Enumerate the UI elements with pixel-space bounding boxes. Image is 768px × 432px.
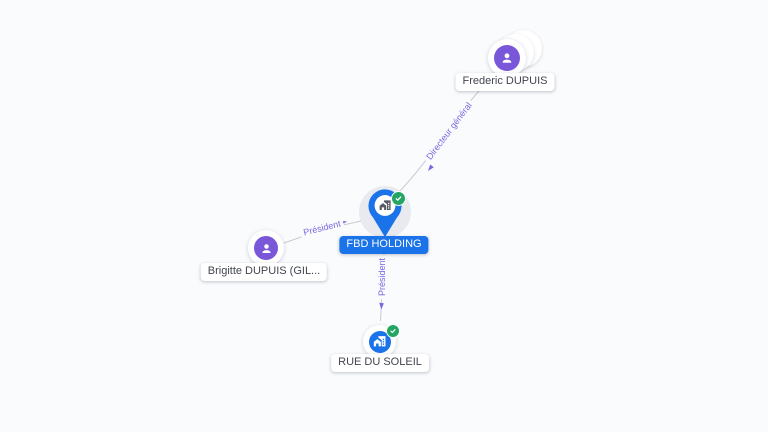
rue-du-soleil-circle (363, 325, 396, 358)
node-label-frederic-dupuis[interactable]: Frederic DUPUIS (455, 73, 555, 91)
edge-arrow-directeur-general (428, 164, 434, 171)
person-icon (502, 53, 512, 63)
node-label-fbd-holding[interactable]: FBD HOLDING (339, 236, 429, 254)
node-frederic-dupuis[interactable] (488, 30, 544, 78)
frederic-avatar-circle (488, 39, 526, 77)
node-rue-du-soleil[interactable] (363, 324, 403, 358)
node-label-rue-du-soleil[interactable]: RUE DU SOLEIL (331, 354, 429, 372)
verified-badge-icon (386, 324, 400, 338)
person-icon (262, 243, 270, 253)
edge-label-president-down: Président (376, 254, 388, 300)
company-building-icon (373, 336, 386, 347)
node-brigitte-dupuis[interactable] (248, 230, 284, 266)
map-pin-icon (368, 189, 402, 238)
node-label-brigitte-dupuis[interactable]: Brigitte DUPUIS (GIL... (200, 263, 328, 281)
node-fbd-holding[interactable] (364, 187, 406, 240)
company-building-icon (379, 200, 391, 211)
edge-arrow-president-down (379, 302, 384, 310)
verified-badge-icon (391, 191, 406, 206)
brigitte-avatar-circle (248, 230, 284, 266)
